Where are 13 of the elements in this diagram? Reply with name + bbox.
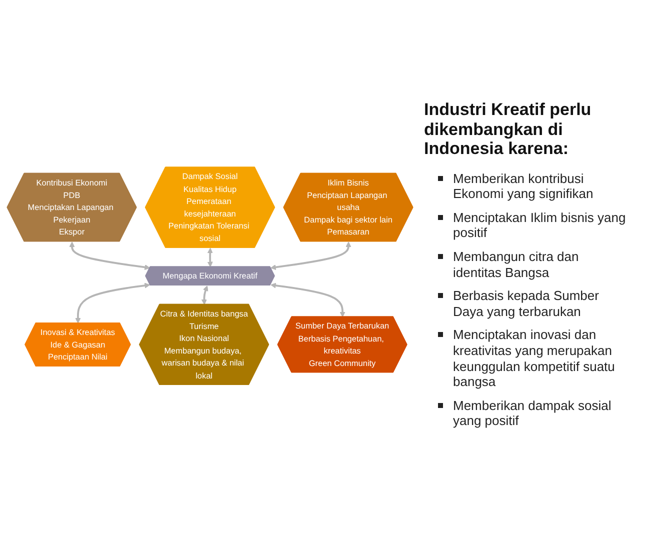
arrow	[75, 282, 150, 324]
arrow	[201, 286, 208, 305]
arrow	[270, 242, 352, 270]
reason-text: Memberikan kontribusi Ekonomi yang signifikan	[453, 170, 594, 202]
arrow	[69, 242, 150, 270]
arrow	[270, 282, 346, 318]
reason-text: Memberikan dampak sosial yang positif	[453, 398, 612, 429]
reason-text: Menciptakan inovasi dan kreativitas yang merupakan keunggulan kompetitif suatu bangsa	[453, 327, 616, 390]
reason-text: Menciptakan Iklim bisnis yang positif	[453, 210, 627, 242]
reason-text: Berbasis kepada Sumber Daya yang terbarukan	[453, 288, 600, 320]
reason-text: Membangun citra dan identitas Bangsa	[453, 249, 580, 280]
heading: Industri Kreatif perlu dikembangkan di Indonesia karena:	[424, 100, 592, 159]
arrow	[207, 248, 213, 268]
